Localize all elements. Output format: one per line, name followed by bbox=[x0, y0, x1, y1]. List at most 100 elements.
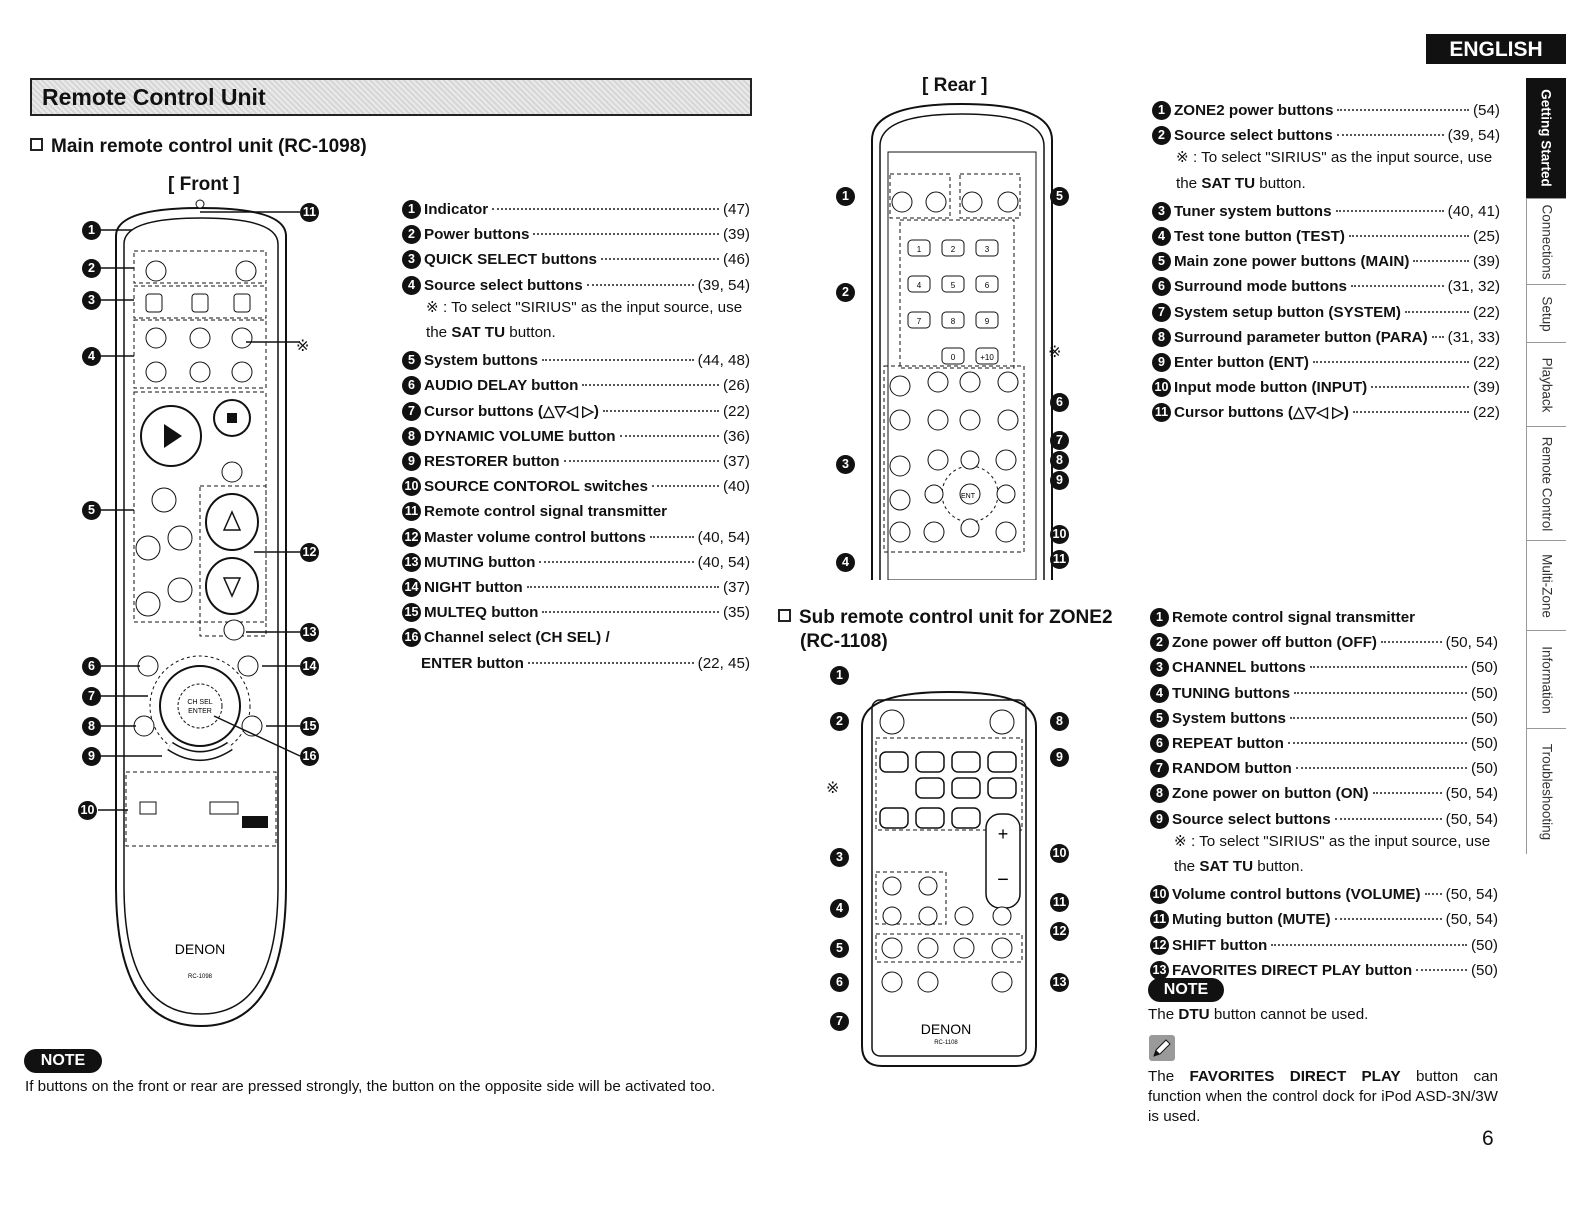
rear-number-key-label: 8 bbox=[951, 317, 956, 326]
leader-dots bbox=[541, 359, 694, 362]
callout-number-badge: 2 bbox=[1152, 126, 1171, 146]
leader-dots bbox=[619, 434, 719, 437]
chapter-tab-label: Connections bbox=[1539, 203, 1554, 280]
callout-marker: 11 bbox=[1050, 550, 1069, 569]
callout-number-badge: 7 bbox=[402, 401, 421, 421]
leader-dots bbox=[1413, 260, 1469, 263]
chapter-tab[interactable]: Multi-Zone bbox=[1526, 540, 1566, 630]
leader-dots bbox=[563, 460, 719, 463]
chapter-tab[interactable]: Connections bbox=[1526, 198, 1566, 284]
legend-label: Volume control buttons (VOLUME) bbox=[1172, 886, 1421, 904]
rear-number-key bbox=[941, 275, 965, 293]
leader-dots bbox=[1348, 235, 1469, 238]
sub-source-key bbox=[915, 807, 945, 829]
chapter-tab[interactable]: Setup bbox=[1526, 284, 1566, 342]
heading-box-icon bbox=[30, 138, 43, 151]
leader-dots bbox=[539, 560, 694, 563]
chapter-tab-label: Setup bbox=[1539, 295, 1554, 332]
leader-dots bbox=[526, 586, 719, 589]
leader-dots bbox=[1294, 691, 1467, 694]
leader-dots bbox=[533, 233, 719, 236]
callout-marker: 6 bbox=[830, 973, 849, 992]
rear-number-key bbox=[907, 311, 931, 329]
main-note-text: If buttons on the front or rear are pres… bbox=[25, 1078, 716, 1095]
section-title: Remote Control Unit bbox=[42, 84, 266, 110]
page-reference: (37) bbox=[722, 579, 750, 597]
rear-label: [ Rear ] bbox=[922, 75, 988, 96]
chapter-tab[interactable]: Troubleshooting bbox=[1526, 728, 1566, 854]
leader-dots bbox=[1334, 918, 1442, 921]
legend-label: Remote control signal transmitter bbox=[424, 503, 668, 521]
page-reference: (35) bbox=[722, 604, 750, 622]
leader-dots bbox=[1289, 716, 1467, 719]
page-reference: (46) bbox=[722, 251, 750, 269]
section-title-bar: Remote Control Unit bbox=[30, 78, 752, 116]
legend-label: System setup button (SYSTEM) bbox=[1174, 303, 1401, 321]
pencil-icon bbox=[1149, 1035, 1175, 1061]
front-remote-ch-sel: CH SEL bbox=[187, 699, 212, 706]
legend-label: DYNAMIC VOLUME button bbox=[424, 427, 616, 445]
callout-number-badge: 14 bbox=[402, 578, 421, 598]
dtu-note: The DTU button cannot be used. bbox=[1148, 1006, 1369, 1023]
callout-marker: 13 bbox=[1050, 973, 1069, 992]
rear-number-key-label: 7 bbox=[917, 317, 922, 326]
callout-marker: 10 bbox=[1050, 525, 1069, 544]
callout-marker: 1 bbox=[836, 187, 855, 206]
callout-number-badge: 11 bbox=[402, 502, 421, 522]
legend-label: Zone power off button (OFF) bbox=[1172, 634, 1377, 652]
callout-number-badge: 5 bbox=[1150, 708, 1169, 728]
front-remote-enter: ENTER bbox=[188, 708, 212, 715]
chapter-tab[interactable]: Getting Started bbox=[1526, 78, 1566, 198]
chapter-tab[interactable]: Playback bbox=[1526, 342, 1566, 426]
sub-remote-model: RC-1108 bbox=[934, 1040, 958, 1046]
subnote-text: ※ : To select "SIRIUS" as the input sour… bbox=[426, 298, 743, 342]
legend-label: Surround mode buttons bbox=[1174, 278, 1347, 296]
callout-number-badge: 13 bbox=[402, 552, 421, 572]
legend-subnote: ※ : To select "SIRIUS" as the input sour… bbox=[1152, 145, 1500, 195]
front-asterisk: ※ bbox=[296, 338, 310, 355]
sub-source-key bbox=[879, 751, 909, 773]
callout-marker: 2 bbox=[830, 712, 849, 731]
callout-number-badge: 3 bbox=[402, 250, 421, 270]
callout-number-badge: 1 bbox=[1150, 608, 1169, 627]
leader-dots bbox=[1337, 109, 1469, 111]
callout-marker: 10 bbox=[1050, 844, 1069, 863]
chapter-tab-label: Multi-Zone bbox=[1539, 553, 1554, 618]
sub-source-key bbox=[987, 777, 1017, 799]
sub-source-key bbox=[951, 777, 981, 799]
sub-source-key bbox=[879, 807, 909, 829]
legend-label: NIGHT button bbox=[424, 579, 523, 597]
callout-marker: 8 bbox=[82, 717, 101, 736]
callout-number-badge: 6 bbox=[1150, 734, 1169, 754]
legend-label: Enter button (ENT) bbox=[1174, 354, 1309, 372]
sub-source-key bbox=[915, 777, 945, 799]
legend-label: System buttons bbox=[1172, 709, 1286, 727]
page-reference: (47) bbox=[722, 201, 750, 218]
leader-dots bbox=[602, 409, 719, 412]
legend-label: Indicator bbox=[424, 201, 489, 218]
callout-number-badge: 10 bbox=[1152, 378, 1171, 398]
callout-marker: 7 bbox=[1050, 431, 1069, 450]
callout-marker: 5 bbox=[82, 501, 101, 520]
legend-label: Muting button (MUTE) bbox=[1172, 911, 1331, 929]
callout-marker: 6 bbox=[1050, 393, 1069, 412]
subnote-button-name: SAT TU bbox=[1199, 858, 1254, 876]
callout-marker: 15 bbox=[300, 717, 319, 736]
chapter-tab[interactable]: Remote Control bbox=[1526, 426, 1566, 540]
leader-dots bbox=[1424, 893, 1442, 896]
subnote-button-name: SAT TU bbox=[451, 324, 506, 342]
leader-dots bbox=[651, 485, 719, 488]
rear-number-key-label: 3 bbox=[985, 245, 990, 254]
legend-label: QUICK SELECT buttons bbox=[424, 251, 597, 269]
chapter-tab[interactable]: Information bbox=[1526, 630, 1566, 728]
